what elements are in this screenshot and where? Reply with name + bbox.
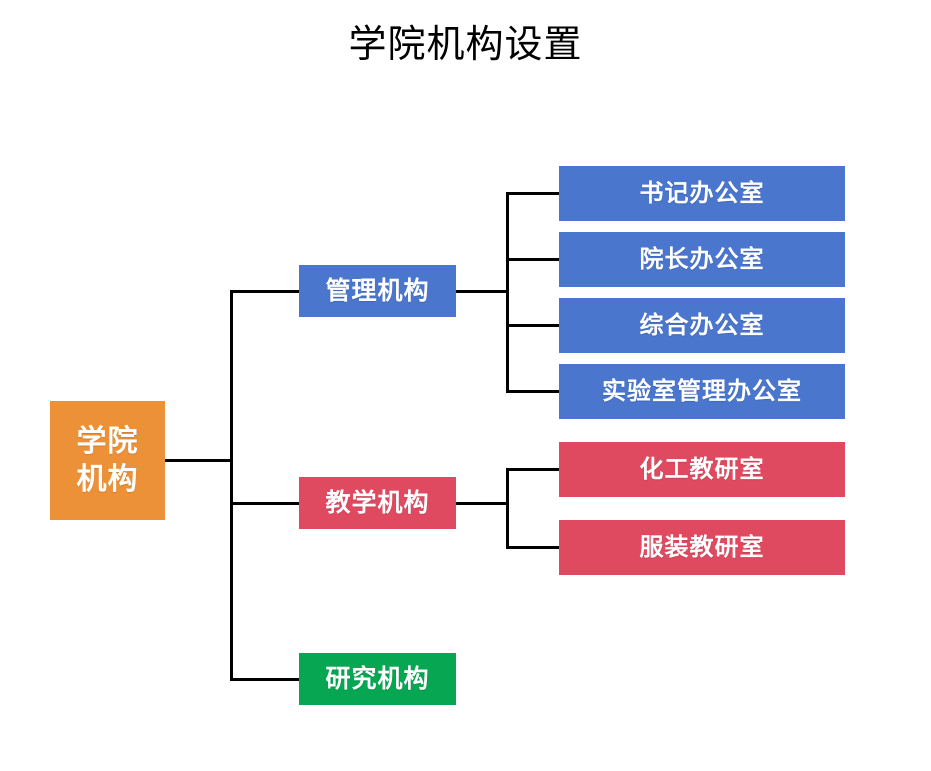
connector-root-stub — [165, 459, 233, 462]
node-lab-management-office[interactable]: 实验室管理办公室 — [559, 364, 845, 419]
connector-arm-teaching-1 — [506, 468, 561, 471]
connector-arm-admin-3 — [506, 324, 561, 327]
connector-trunk-level2 — [230, 291, 233, 681]
connector-arm-teaching-2 — [506, 546, 561, 549]
connector-teaching-stub — [456, 502, 509, 505]
connector-arm-research — [230, 678, 300, 681]
node-research-org[interactable]: 研究机构 — [299, 653, 456, 705]
connector-arm-admin — [230, 290, 300, 293]
node-secretary-office[interactable]: 书记办公室 — [559, 166, 845, 221]
connector-admin-stub — [456, 290, 509, 293]
connector-arm-admin-1 — [506, 192, 561, 195]
node-general-office[interactable]: 综合办公室 — [559, 298, 845, 353]
node-admin-org[interactable]: 管理机构 — [299, 265, 456, 317]
connector-trunk-teaching — [506, 469, 509, 549]
page-title: 学院机构设置 — [348, 24, 583, 66]
node-teaching-org[interactable]: 教学机构 — [299, 477, 456, 529]
node-garment-teaching-room[interactable]: 服装教研室 — [559, 520, 845, 575]
connector-arm-admin-4 — [506, 390, 561, 393]
connector-trunk-admin — [506, 193, 509, 393]
node-chemical-engineering-teaching-room[interactable]: 化工教研室 — [559, 442, 845, 497]
connector-arm-admin-2 — [506, 258, 561, 261]
connector-arm-teaching — [230, 502, 300, 505]
node-dean-office[interactable]: 院长办公室 — [559, 232, 845, 287]
node-root-academy[interactable]: 学院 机构 — [50, 401, 165, 520]
